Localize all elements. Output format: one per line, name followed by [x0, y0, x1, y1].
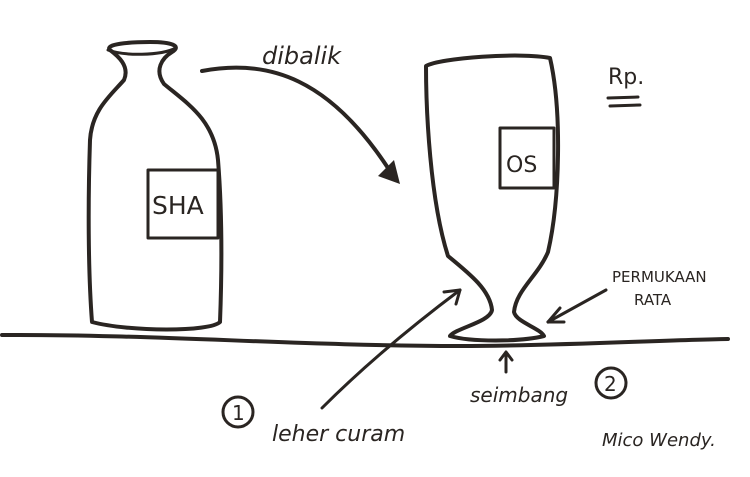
bottle-label-text: SHA [152, 191, 204, 220]
number-two-circle [594, 366, 628, 400]
steep-neck-text: leher curam [272, 422, 405, 447]
bottle-lip [106, 46, 178, 56]
corner-note: Rp. [606, 65, 644, 108]
flip-arrow-head [378, 160, 400, 184]
corner-note-underline-1 [606, 95, 640, 100]
flat-surface-arrow [546, 288, 608, 324]
balanced-arrow-head [498, 350, 514, 362]
glass: OS [424, 53, 561, 343]
glass-label-box [498, 126, 556, 190]
glass-label-text: OS [506, 153, 537, 178]
steep-neck-annotation: 1 leher curam [221, 288, 462, 447]
steep-neck-arrow-head [442, 288, 462, 306]
flip-arrow-curve [200, 65, 390, 170]
flat-surface-line-2: RATA [634, 291, 672, 309]
flat-surface-annotation: PERMUKAAN RATA [546, 268, 707, 324]
flat-surface-arrow-head [546, 306, 566, 324]
number-one-text: 1 [232, 401, 245, 425]
number-one-circle [221, 395, 255, 429]
number-two-text: 2 [604, 372, 617, 396]
bottle: SHA [86, 40, 224, 332]
flip-arrow: dibalik [200, 42, 400, 184]
signature-text: Mico Wendy. [602, 430, 716, 451]
corner-note-text: Rp. [608, 65, 644, 90]
glass-outline [424, 53, 561, 343]
ground-line [0, 332, 730, 348]
corner-note-underline-2 [608, 103, 642, 108]
bottle-outline [86, 40, 224, 332]
flip-arrow-text: dibalik [262, 42, 342, 70]
steep-neck-arrow [320, 288, 462, 410]
balanced-text: seimbang [470, 383, 568, 407]
balanced-annotation: seimbang 2 [470, 350, 628, 407]
flat-surface-line-1: PERMUKAAN [612, 268, 707, 286]
bottle-label-box [146, 168, 220, 240]
